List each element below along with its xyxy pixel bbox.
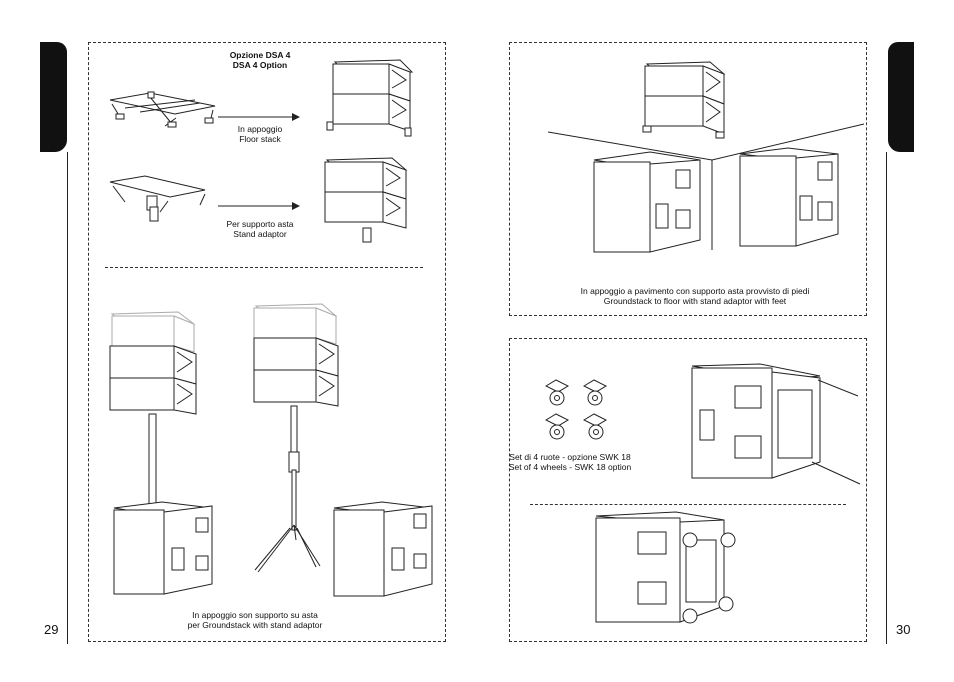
floor-feet-it: In appoggio a pavimento con supporto ast… (580, 286, 810, 296)
wheel-4 (582, 413, 608, 440)
stand-stack-speakers (324, 157, 408, 243)
left-page-rule (67, 152, 68, 644)
floor-stack-caption: In appoggio Floor stack (215, 124, 305, 144)
right-section-divider (530, 504, 846, 505)
room-corner (547, 123, 865, 250)
groundstack-caption: In appoggio son supporto su asta per Gro… (170, 610, 340, 630)
dsa4-option-caption: Opzione DSA 4 DSA 4 Option (200, 50, 320, 70)
groundstack-it: In appoggio son supporto su asta (192, 610, 318, 620)
stand-frame-drawing (109, 175, 206, 222)
left-figure-box (88, 42, 446, 642)
right-bottom-figure-box (509, 338, 867, 642)
sub-left (593, 151, 701, 253)
dsa4-option-en: DSA 4 Option (232, 60, 288, 70)
stand-adaptor-caption: Per supporto asta Stand adaptor (210, 219, 310, 239)
feet-stack-speakers (642, 61, 726, 139)
right-page-tab (888, 42, 914, 152)
right-top-figure-box (509, 42, 867, 316)
wheels-it: Set di 4 ruote - opzione SWK 18 (509, 452, 631, 462)
left-page-tab (40, 42, 67, 152)
wheels-set (544, 379, 608, 440)
floor-stack-en: Floor stack (239, 134, 281, 144)
wheel-2 (582, 379, 608, 406)
wheels-caption: Set di 4 ruote - opzione SWK 18 Set of 4… (505, 452, 635, 472)
wheel-1 (544, 379, 570, 406)
tripod-stack (253, 303, 339, 573)
stand-adaptor-it: Per supporto asta (226, 219, 294, 229)
wheel-3 (544, 413, 570, 440)
stand-adaptor-en: Stand adaptor (233, 229, 287, 239)
dsa4-option-it: Opzione DSA 4 (229, 50, 291, 60)
page-number-left: 29 (44, 622, 59, 637)
standalone-sub (333, 501, 433, 597)
right-page-rule (886, 152, 887, 644)
groundstack-left (109, 311, 213, 595)
arrows (218, 113, 300, 210)
sub-back-mounts (691, 363, 861, 485)
sub-right (739, 147, 839, 247)
groundstack-en: per Groundstack with stand adaptor (187, 620, 323, 630)
floor-stack-speakers (326, 59, 414, 137)
floor-feet-caption: In appoggio a pavimento con supporto ast… (555, 286, 835, 306)
floor-feet-en: Groundstack to floor with stand adaptor … (603, 296, 787, 306)
page-number-right: 30 (896, 622, 911, 637)
floor-frame-drawing (109, 91, 216, 128)
floor-stack-it: In appoggio (237, 124, 283, 134)
sub-on-wheels (595, 511, 736, 624)
left-section-divider (105, 267, 423, 268)
wheels-en: Set of 4 wheels - SWK 18 option (508, 462, 632, 472)
